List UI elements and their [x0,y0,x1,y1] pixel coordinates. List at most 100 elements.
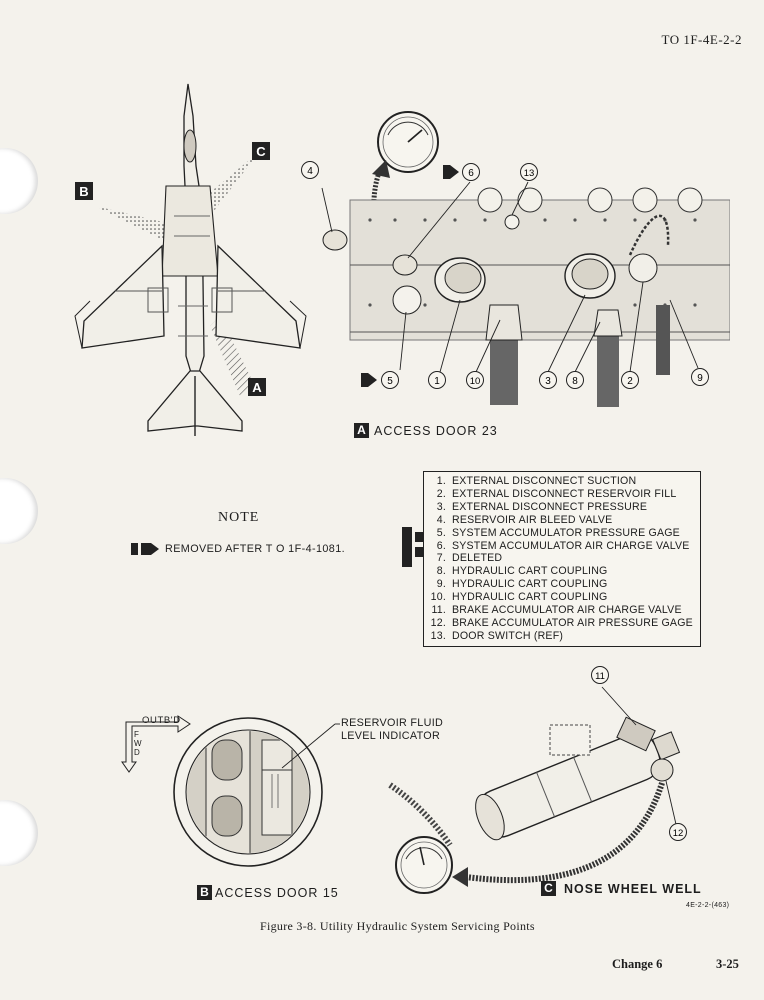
svg-text:6: 6 [468,168,474,179]
note-line: REMOVED AFTER T O 1F-4-1081. [131,542,345,556]
svg-text:4: 4 [307,166,313,177]
legend-item-label: DELETED [452,552,503,565]
legend-item-label: HYDRAULIC CART COUPLING [452,591,608,604]
legend-item-label: EXTERNAL DISCONNECT RESERVOIR FILL [452,487,677,500]
legend-item-number: 10. [430,591,446,604]
legend-item: 7. DELETED [424,552,696,565]
svg-text:2: 2 [627,376,633,387]
access-door-15-label: ACCESS DOOR 15 [215,885,339,900]
legend-item-number: 2. [436,487,446,500]
access-door-23-title: A ACCESS DOOR 23 [354,423,498,438]
document-number: TO 1F-4E-2-2 [661,32,742,47]
ray-c [200,151,260,216]
overview-label-b: B [79,184,88,199]
svg-text:5: 5 [387,376,393,387]
callout-4: 4 [301,161,319,179]
callout-10: 10 [466,371,484,389]
nose-wheel-well-label: NOSE WHEEL WELL [564,881,702,896]
access-door-23-drawing [321,111,730,407]
legend-item-number: 1. [436,475,446,487]
svg-text:9: 9 [697,373,703,384]
legend-item-label: SYSTEM ACCUMULATOR PRESSURE GAGE [452,526,680,539]
indicator-label-line2: LEVEL INDICATOR [341,730,441,742]
callout-1: 1 [428,371,446,389]
legend-item: 13. DOOR SWITCH (REF) [424,630,696,643]
legend-item: 3. EXTERNAL DISCONNECT PRESSURE [424,501,696,514]
svg-text:12: 12 [673,828,684,839]
figure-caption: Figure 3-8. Utility Hydraulic System Ser… [260,919,535,933]
legend-item-label: HYDRAULIC CART COUPLING [452,578,608,591]
direction-outbd: OUTB'D [142,715,181,726]
note-text: REMOVED AFTER T O 1F-4-1081. [165,543,346,555]
legend-item-number: 12. [430,616,446,629]
legend-item-label: SYSTEM ACCUMULATOR AIR CHARGE VALVE [452,539,690,552]
legend-box: 1. EXTERNAL DISCONNECT SUCTION 2. EXTERNAL … [423,471,701,647]
legend-item: 10. HYDRAULIC CART COUPLING [424,591,696,604]
binder-hole-top [0,148,38,214]
callout-9: 9 [691,368,709,386]
note-icon [131,543,159,555]
legend-item: 4. RESERVOIR AIR BLEED VALVE [424,514,696,527]
legend-item-number: 7. [436,552,446,565]
note-marker-5 [361,373,377,387]
legend-item: 11. BRAKE ACCUMULATOR AIR CHARGE VALVE [424,604,696,617]
callout-6: 6 [462,163,480,181]
legend-item-number: 5. [436,526,446,539]
callout-12: 12 [669,823,687,841]
legend-item-label: BRAKE ACCUMULATOR AIR PRESSURE GAGE [452,616,693,629]
legend-item-label: EXTERNAL DISCONNECT SUCTION [452,475,637,487]
legend-item-number: 11. [431,604,446,617]
legend-item: 12. BRAKE ACCUMULATOR AIR PRESSURE GAGE [424,617,696,630]
legend-item-number: 13. [430,629,446,642]
legend-item: 5. SYSTEM ACCUMULATOR PRESSURE GAGE [424,527,696,540]
page-number: 3-25 [716,957,739,971]
svg-text:11: 11 [595,671,605,682]
legend-item: 1. EXTERNAL DISCONNECT SUCTION [424,475,696,488]
legend-item-number: 3. [436,500,446,513]
legend-item-number: 4. [436,513,446,526]
legend-item-number: 6. [436,539,446,552]
legend-item: 6. SYSTEM ACCUMULATOR AIR CHARGE VALVE [424,540,696,553]
legend-item-number: 8. [436,565,446,578]
legend-item: 9. HYDRAULIC CART COUPLING [424,578,696,591]
legend-list: 1. EXTERNAL DISCONNECT SUCTION 2. EXTERNAL … [424,475,696,643]
reservoir-indicator-label: RESERVOIR FLUID LEVEL INDICATOR [341,717,443,743]
direction-fwd: FWD [134,730,142,757]
legend-item-label: HYDRAULIC CART COUPLING [452,565,608,578]
note-marker-6 [443,165,459,179]
access-door-23-label: ACCESS DOOR 23 [374,423,498,438]
legend-item-label: BRAKE ACCUMULATOR AIR CHARGE VALVE [452,604,682,617]
binder-hole-bottom [0,800,38,866]
note-heading: NOTE [218,510,260,525]
indicator-label-line1: RESERVOIR FLUID [341,717,444,729]
legend-item-label: RESERVOIR AIR BLEED VALVE [452,513,613,526]
svg-text:3: 3 [545,376,551,387]
binder-hole-middle [0,478,38,544]
nose-wheel-well-tag: C [541,881,556,896]
callout-2: 2 [621,371,639,389]
change-number: Change 6 [612,957,663,971]
legend-item-number: 9. [436,578,446,591]
access-door-15-title: B ACCESS DOOR 15 [197,885,339,900]
callout-5: 5 [381,371,399,389]
access-door-23-tag: A [354,423,369,438]
drawing-code: 4E-2-2-(463) [686,902,730,909]
svg-text:10: 10 [470,376,481,387]
legend-item-label: EXTERNAL DISCONNECT PRESSURE [452,500,648,513]
callout-8: 8 [566,371,584,389]
svg-text:1: 1 [434,376,440,387]
nose-wheel-well-drawing [388,686,681,894]
callout-11: 11 [591,666,609,684]
access-door-15-tag: B [197,885,212,900]
legend-item: 8. HYDRAULIC CART COUPLING [424,565,696,578]
overview-label-a: A [252,380,262,395]
callout-13: 13 [520,163,538,181]
legend-item: 2. EXTERNAL DISCONNECT RESERVOIR FILL [424,488,696,501]
nose-wheel-well-title: C NOSE WHEEL WELL [541,881,702,896]
access-door-15-drawing [121,715,340,867]
overview-label-c: C [256,144,266,159]
legend-item-label: DOOR SWITCH (REF) [452,629,564,642]
svg-text:8: 8 [572,376,578,387]
svg-text:13: 13 [524,168,535,179]
aircraft-overview-drawing: B C A [74,83,307,436]
